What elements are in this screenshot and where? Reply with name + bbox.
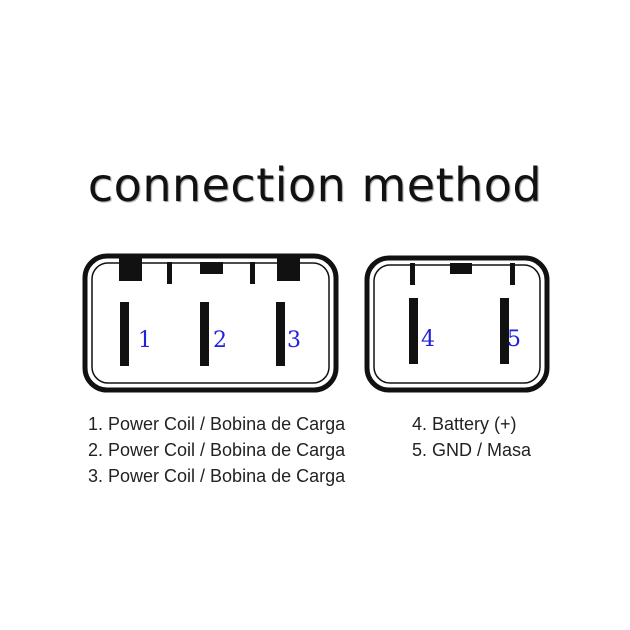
pin-5-label: 5 xyxy=(507,327,521,352)
pin-4-label: 4 xyxy=(421,327,435,352)
legend-item-pin-3: 3. Power Coil / Bobina de Carga xyxy=(88,466,346,486)
pin-2-label: 2 xyxy=(213,328,227,353)
connector-b-rib-left xyxy=(410,263,415,285)
pin-1-label: 1 xyxy=(138,328,152,353)
legend-right: 4. Battery (+) 5. GND / Masa xyxy=(412,411,531,463)
connector-b-inner-shell xyxy=(373,264,541,384)
connector-a-key-right xyxy=(277,256,300,281)
pin-1-terminal xyxy=(120,302,129,366)
pin-5-terminal xyxy=(500,298,509,364)
connector-a-rib-left xyxy=(167,262,172,284)
connector-a-key-left xyxy=(119,256,142,281)
diagram-title: connection method xyxy=(87,158,543,212)
connector-b-key-center xyxy=(450,263,472,274)
connector-a-outer-shell xyxy=(82,253,339,393)
connector-a-key-center xyxy=(200,262,223,274)
legend-item-pin-4: 4. Battery (+) xyxy=(412,414,517,434)
pin-4-terminal xyxy=(409,298,418,364)
legend-left: 1. Power Coil / Bobina de Carga 2. Power… xyxy=(88,411,345,489)
connector-a: 1 2 3 xyxy=(82,253,339,393)
legend-item-pin-5: 5. GND / Masa xyxy=(412,440,532,460)
connector-b: 4 5 xyxy=(364,255,550,393)
connector-a-rib-right xyxy=(250,262,255,284)
legend-item-pin-2: 2. Power Coil / Bobina de Carga xyxy=(88,440,346,460)
legend-item-pin-1: 1. Power Coil / Bobina de Carga xyxy=(88,414,346,434)
pin-3-terminal xyxy=(276,302,285,366)
pin-2-terminal xyxy=(200,302,209,366)
connector-b-rib-right xyxy=(510,263,515,285)
pin-3-label: 3 xyxy=(287,328,301,353)
connector-b-outer-shell xyxy=(364,255,550,393)
